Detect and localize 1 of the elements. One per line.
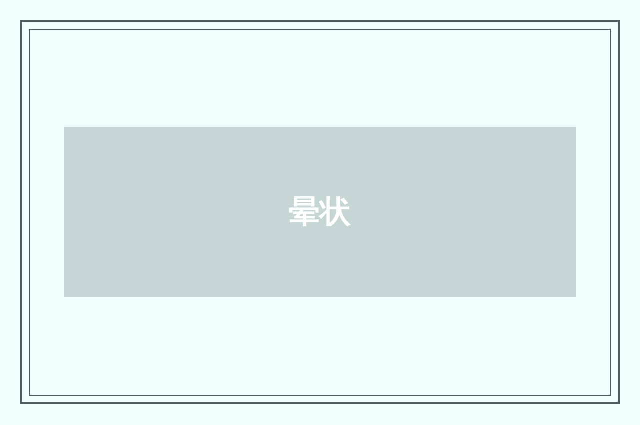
label-box: 晕状 [64,127,576,297]
